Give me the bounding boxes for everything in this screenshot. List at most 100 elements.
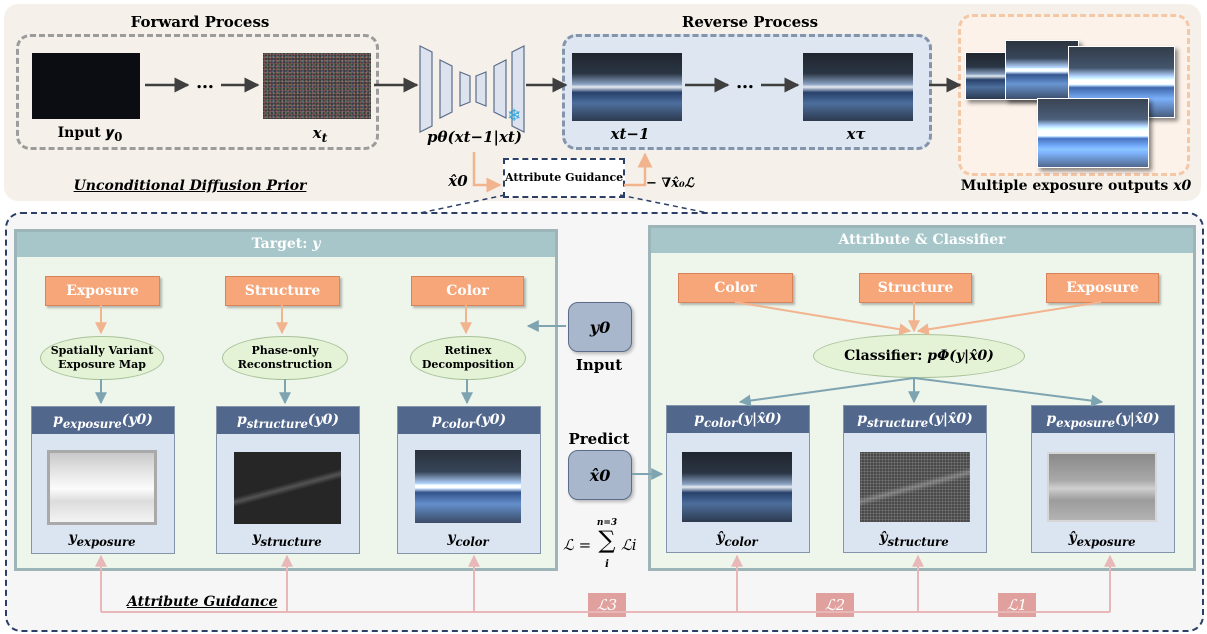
unet-block-2 (439, 59, 453, 119)
structure-pred-image (860, 452, 970, 522)
card-p-color-y0-head: pcolor(𝒚0) (398, 407, 540, 434)
attribute-guidance-bottom-label: Attribute Guidance (127, 594, 278, 610)
card-title-arg: (𝒚|𝒙̂0) (737, 411, 782, 427)
caption-var: 𝒚 (68, 530, 77, 546)
caption-sub: structure (260, 534, 322, 549)
unet-blocks (419, 45, 525, 133)
input-sub: 0 (114, 129, 123, 144)
ellipse-retinex-line1: Retinex (444, 344, 492, 357)
snowflake-icon: ❄ (507, 106, 522, 126)
ellipse-exposure-line1: Spatially Variant (50, 344, 154, 357)
caption-sub: color (455, 534, 489, 549)
input-label: Input (575, 356, 623, 374)
xt-var: 𝒙 (312, 124, 322, 142)
caption-sub: structure (887, 534, 949, 549)
forward-process-frame (16, 34, 379, 150)
y0-input-box: 𝒚0 (568, 302, 632, 352)
card-title-sub: structure (246, 416, 308, 431)
caption-var: 𝒚̂ (879, 530, 888, 546)
input-y0-label: Input 𝒚0 (40, 125, 140, 144)
caption-y-color: 𝒚color (397, 530, 539, 549)
caption-y-exposure: 𝒚exposure (31, 530, 173, 549)
card-title-p: p (53, 412, 63, 428)
card-title-p: p (431, 412, 442, 428)
x-t-minus-1-label: 𝒙t−1 (610, 125, 650, 143)
card-title-p: p (237, 412, 247, 428)
card-title-arg: (𝒚0) (307, 412, 339, 428)
card-title-p: p (857, 411, 868, 427)
card-title-sub: exposure (62, 416, 122, 431)
xt-minus-1-image (572, 53, 682, 121)
color-image (415, 450, 521, 523)
classifier-formula: pΦ(𝒚|𝒙̂0) (927, 348, 994, 364)
caption-sub: exposure (1076, 534, 1136, 549)
classifier-box-structure: Structure (859, 273, 972, 303)
structure-image (234, 452, 341, 524)
ellipse-phase-line1: Phase-only (251, 344, 319, 357)
loss-formula-top: n=3 (596, 518, 618, 528)
x-tau-label: 𝒙τ (846, 125, 866, 143)
loss-formula: ℒ = n=3 ∑ i ℒi (563, 516, 653, 576)
multiple-outputs-var: 𝒙0 (1173, 178, 1192, 194)
unet-network (419, 45, 525, 133)
caption-sub: exposure (76, 534, 136, 549)
caption-sub: color (724, 534, 758, 549)
unet-block-5 (493, 59, 507, 119)
loss-l3: ℒ3 (588, 593, 626, 617)
caption-yhat-color: 𝒚̂color (666, 530, 808, 549)
loss-formula-lhs: ℒ = (563, 536, 592, 554)
card-title-sub: color (704, 415, 738, 430)
exposure-map-image (47, 450, 157, 525)
forward-ellipsis: … (196, 72, 214, 93)
multiple-outputs-label: Multiple exposure outputs 𝒙0 (958, 178, 1194, 194)
target-header-var: 𝒚 (312, 236, 321, 252)
card-p-color-pred-head: pcolor(𝒚|𝒙̂0) (667, 406, 809, 433)
unet-block-6 (511, 45, 525, 133)
card-title-p: p (1046, 411, 1057, 427)
caption-var: 𝒚 (447, 530, 456, 546)
exposure-pred-image (1047, 452, 1157, 522)
card-p-structure-y0-head: pstructure(𝒚0) (217, 407, 359, 434)
target-box-structure: Structure (225, 276, 340, 306)
caption-y-structure: 𝒚structure (216, 530, 358, 549)
unconditional-prior-label: Unconditional Diffusion Prior (73, 178, 307, 194)
loss-formula-rhs: ℒi (621, 536, 637, 554)
xt-label: 𝒙t (300, 124, 340, 145)
output-image-4 (1037, 98, 1149, 168)
unet-block-1 (419, 45, 433, 133)
network-label: p𝜽(𝒙t−1|𝒙t) (427, 128, 522, 146)
x0-hat-box: 𝒙̂0 (568, 450, 632, 500)
card-title-arg: (𝒚0) (121, 412, 153, 428)
caption-yhat-exposure: 𝒚̂exposure (1031, 530, 1173, 549)
target-box-color: Color (411, 276, 524, 306)
reverse-process-title: Reverse Process (681, 13, 819, 31)
attribute-guidance-box: Attribute Guidance (503, 158, 625, 198)
card-title-arg: (𝒚0) (474, 412, 507, 428)
x-tau-image (803, 53, 913, 121)
classifier-panel-header: Attribute & Classifier (651, 228, 1193, 253)
gradient-label: − ∇𝒙̂₀ℒ (645, 176, 694, 191)
classifier-box-color: Color (678, 273, 793, 303)
output-image-2 (1005, 40, 1079, 100)
card-p-exposure-pred-head: pexposure(𝒚|𝒙̂0) (1032, 406, 1174, 433)
loss-l1: ℒ1 (998, 593, 1036, 617)
unet-block-3 (459, 71, 471, 107)
card-title-sub: color (441, 416, 475, 431)
target-header-text: Target: (251, 236, 308, 252)
card-title-sub: exposure (1056, 415, 1116, 430)
card-p-exposure-y0-head: pexposure(𝒚0) (32, 407, 174, 434)
target-panel-header: Target: 𝒚 (17, 232, 555, 257)
classifier-ellipse: Classifier: pΦ(𝒚|𝒙̂0) (813, 334, 1025, 378)
card-title-arg: (𝒚|𝒙̂0) (928, 411, 973, 427)
classifier-label: Classifier: (844, 348, 923, 364)
x0-hat-top: 𝒙̂0 (448, 172, 468, 190)
input-word: Input (57, 125, 101, 141)
xt-sub: t (321, 130, 328, 145)
noise-image-xt (263, 53, 371, 119)
ellipse-exposure-line2: Exposure Map (58, 358, 146, 371)
target-box-exposure: Exposure (45, 276, 160, 306)
caption-var: 𝒚 (252, 530, 261, 546)
